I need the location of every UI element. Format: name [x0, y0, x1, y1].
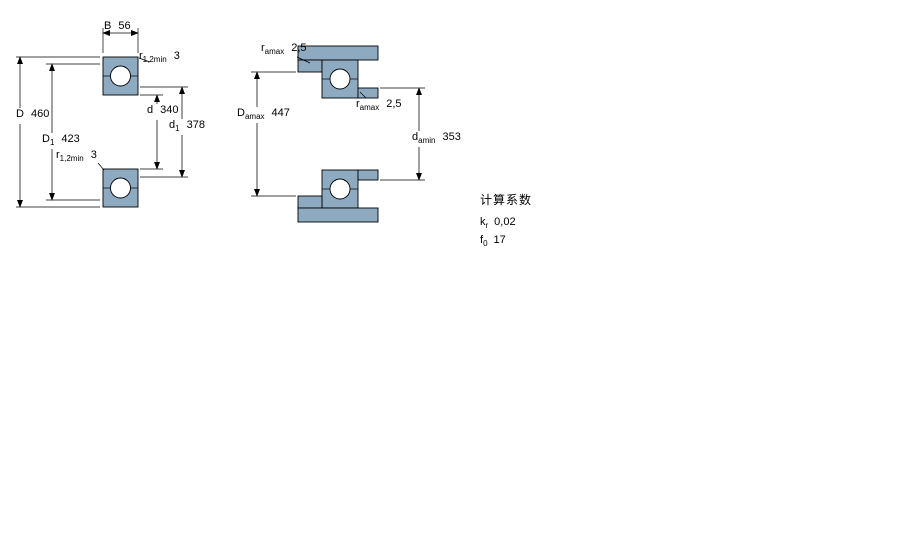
dim-label-B: B 56: [104, 20, 131, 36]
dim-subscript: amax: [359, 103, 380, 113]
housing-bottom-shoulder: [297, 195, 323, 209]
dim-label-damin: damin 353: [410, 131, 463, 148]
factor-f0: f0 17: [480, 233, 532, 251]
right-mounting-section: [297, 45, 379, 223]
dim-symbol: r: [139, 50, 143, 62]
dim-label-d: d 340: [145, 104, 181, 121]
dim-value: 460: [30, 108, 50, 120]
factor-value: 0,02: [494, 216, 516, 228]
dim-symbol: d: [147, 104, 154, 116]
housing-top-band: [297, 45, 379, 61]
shaft-bottom-shoulder: [357, 169, 379, 181]
factor-subscript: r: [485, 221, 489, 231]
dim-value: 3: [90, 149, 97, 161]
dim-value: 423: [61, 133, 80, 145]
right-bottom-ball: [329, 178, 351, 200]
dim-subscript: 1: [49, 138, 55, 148]
dim-subscript: amin: [418, 136, 436, 146]
dim-subscript: amax: [264, 47, 285, 57]
dim-label-Damax: Damax 447: [235, 107, 292, 124]
dim-symbol: r: [261, 42, 265, 54]
factor-value: 17: [493, 234, 506, 247]
factor-symbol: k: [480, 216, 486, 228]
dim-subscript: 1,2min: [142, 55, 167, 65]
shaft-top-shoulder: [357, 87, 379, 99]
dim-label-d1: d1 378: [167, 119, 207, 136]
factor-subscript: 0: [483, 239, 488, 249]
dim-value: 340: [160, 104, 179, 116]
dim-value: 2,5: [291, 42, 307, 54]
dim-label-ramax-mid: ramax 2,5: [356, 98, 402, 114]
dim-symbol: B: [104, 20, 112, 32]
factors-title: 计算系数: [480, 193, 533, 207]
dim-value: 56: [118, 20, 131, 32]
left-bottom-ball: [110, 177, 131, 199]
housing-bottom-band: [297, 207, 379, 223]
dim-value: 378: [186, 119, 205, 131]
dim-value: 447: [271, 107, 290, 119]
dim-label-r12min-top: r1,2min 3: [139, 50, 180, 66]
dim-symbol: r: [56, 149, 60, 161]
dim-label-ramax-top: ramax 2,5: [261, 42, 307, 58]
left-dimension-lines: [16, 28, 188, 208]
dim-subscript: 1,2min: [59, 154, 84, 164]
housing-top-shoulder: [297, 59, 323, 73]
left-bearing-section: [102, 56, 139, 208]
dim-subscript: amax: [244, 112, 265, 122]
left-top-ball: [110, 65, 131, 87]
dim-subscript: 1: [175, 124, 180, 134]
right-top-ball: [329, 68, 351, 90]
dim-symbol: d: [412, 131, 419, 143]
calculation-factors: 计算系数 kr 0,02 f0 17: [480, 193, 532, 251]
dim-symbol: D: [16, 108, 24, 120]
factor-kr: kr 0,02: [480, 215, 532, 233]
dim-label-D: D 460: [14, 108, 52, 125]
dim-value: 3: [173, 50, 180, 62]
dim-value: 2,5: [386, 98, 402, 110]
dim-symbol: D: [237, 107, 245, 119]
dim-label-D1: D1 423: [40, 133, 82, 150]
factor-symbol: f: [480, 234, 484, 247]
dim-label-r12min-bottom: r1,2min 3: [56, 149, 97, 165]
dim-symbol: d: [169, 119, 176, 131]
dim-value: 353: [442, 131, 461, 143]
dim-symbol: r: [356, 98, 360, 110]
dim-symbol: D: [42, 133, 50, 145]
right-dimension-lines: [251, 56, 425, 197]
